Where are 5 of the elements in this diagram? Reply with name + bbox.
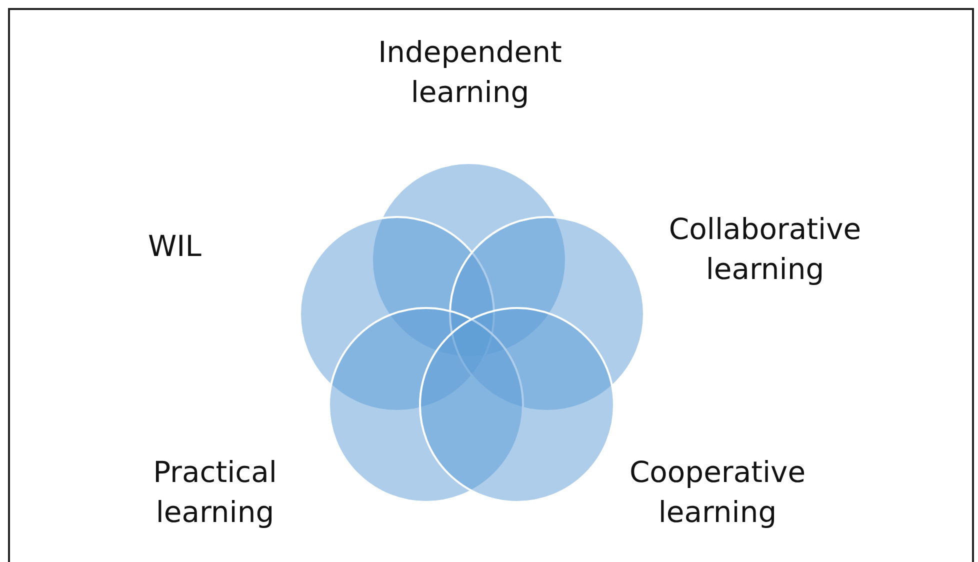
circle-label: Independent learning <box>377 34 563 111</box>
circle-label: Practical learning <box>152 454 278 531</box>
circle-label: Cooperative learning <box>628 454 807 531</box>
circle-label: Collaborative learning <box>668 211 862 288</box>
circle-label: WIL <box>148 228 202 265</box>
